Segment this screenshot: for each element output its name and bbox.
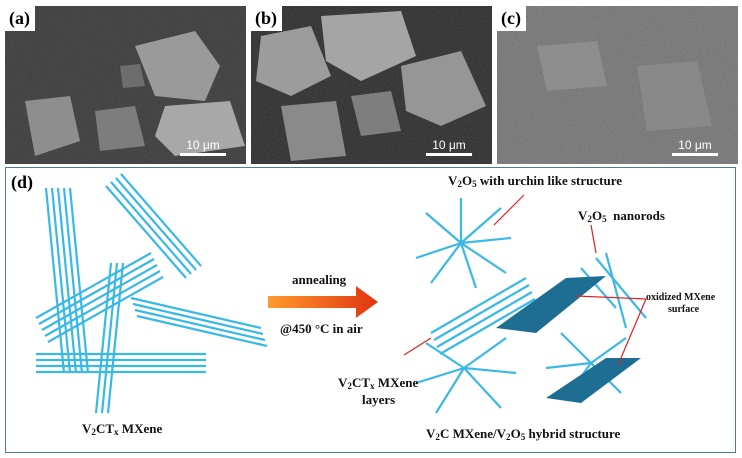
schematic-drawing [35,173,647,414]
mxene-label: V2CTx MXene [82,421,163,437]
scale-bar-b: 10 μm [426,139,472,156]
scale-line-c [672,153,718,156]
scale-line-b [426,153,472,156]
sem-image-c: (c) 10 μm [497,6,738,164]
panel-label-d: (d) [11,172,33,192]
scale-bar-a: 10 μm [180,139,226,156]
scale-text-a: 10 μm [186,138,220,152]
layers-label-line2: layers [362,392,396,407]
urchin-1 [415,198,512,289]
urchin-label: V2O5 with urchin like structure [448,173,623,189]
nanorod-cluster [580,252,647,329]
schematic-panel-d: (d) [5,167,736,453]
oxidized-label-line2: surface [668,304,700,315]
panel-label-a: (a) [5,6,35,31]
oxidized-label-line1: oxidized MXene [646,292,716,303]
rod-bundle-3 [35,252,164,343]
scale-bar-c: 10 μm [672,139,718,156]
layered-plates [430,277,536,355]
scale-text-c: 10 μm [678,138,712,152]
rod-bundle-2 [105,173,202,279]
temperature-label: @450 °C in air [280,321,363,336]
annealing-arrow [268,286,378,318]
sem-image-b: (b) 10 μm [251,6,492,164]
hybrid-structure [415,198,647,414]
scale-line-a [180,153,226,156]
sem-texture-c [497,6,738,164]
sem-texture-b [251,6,492,164]
panel-label-c: (c) [497,6,526,31]
oxidized-plate-2 [546,358,641,403]
layers-label-line1: V2CTx MXene [338,375,419,391]
sem-texture-a [5,6,246,164]
nanorods-label: V2O5 nanorods [578,208,665,224]
panel-label-b: (b) [251,6,282,31]
pointer-lines [403,194,647,366]
oxidized-plate-1 [496,276,606,333]
rod-bundle-1 [44,187,90,374]
annealing-label: annealing [292,272,347,287]
rod-bundle-4 [36,352,206,374]
hybrid-label: V2C MXene/V2O5 hybrid structure [426,426,621,442]
rod-bundle-5 [130,296,268,348]
rod-bundle-6 [94,262,125,414]
mxene-layers-left [35,173,268,414]
scale-text-b: 10 μm [432,138,466,152]
sem-image-a: (a) 10 μm [5,6,246,164]
urchin-2 [415,337,517,414]
